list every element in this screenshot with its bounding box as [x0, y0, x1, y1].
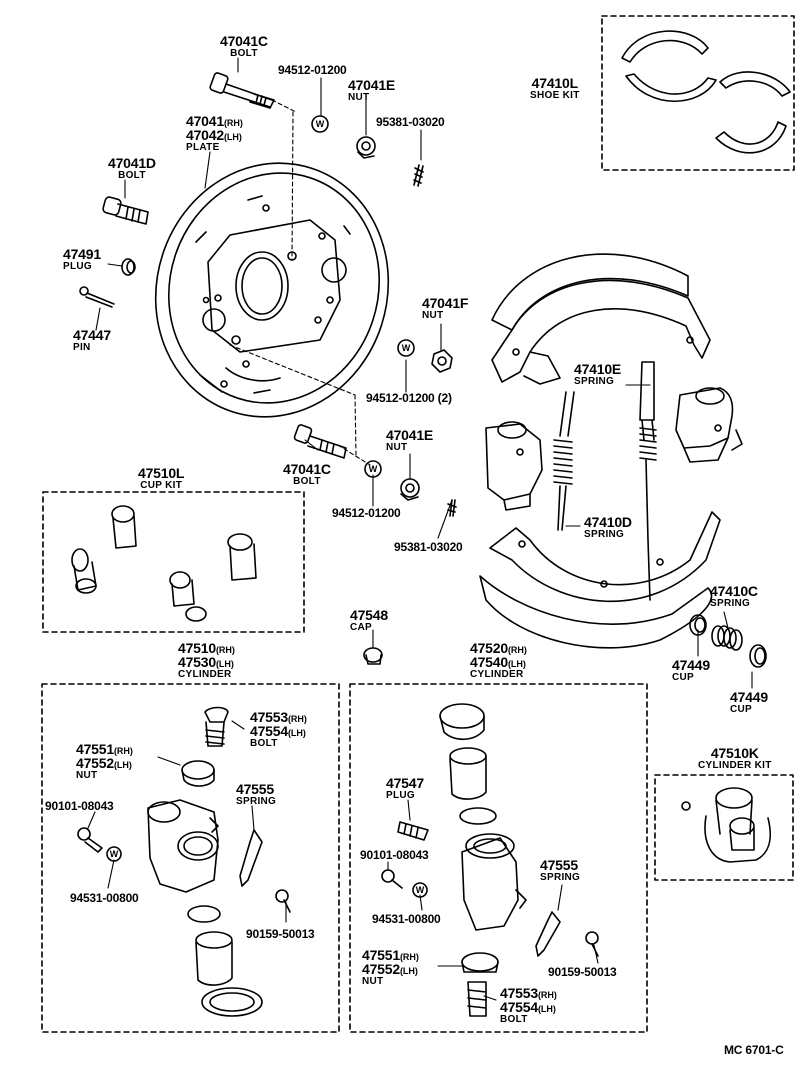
- label-cap-47548: 47548 CAP: [350, 607, 388, 633]
- right-cylinder-parts: [381, 703, 599, 1017]
- label-washer-94512-mid: 94512-01200: [332, 506, 401, 520]
- label-bolt-right: 47553(RH) 47554(LH) BOLT: [500, 985, 557, 1025]
- washer-top-part: [311, 115, 329, 133]
- label-spring-47410e: 47410E SPRING: [574, 361, 622, 387]
- label-bolt-left: 47553(RH) 47554(LH) BOLT: [250, 709, 307, 749]
- wheel-cylinder-right-part: [675, 387, 743, 463]
- cylinder-kit-parts: [681, 787, 771, 863]
- shoe-kit-shoes-part: [621, 30, 791, 154]
- wheel-cylinder-left-part: [485, 421, 543, 511]
- label-cylinder-right: 47520(RH) 47540(LH) CYLINDER: [470, 640, 527, 680]
- label-shoe-kit: 47410L SHOE KIT: [530, 75, 580, 101]
- washer-w-mark: W: [402, 343, 411, 353]
- bolt-47041d-part: [102, 196, 149, 225]
- label-washer-94531-right: 94531-00800: [372, 912, 441, 926]
- washer-w-mark: W: [316, 119, 325, 129]
- washer-mid-part: [364, 460, 382, 478]
- pin-47447-part: [79, 286, 115, 308]
- label-bolt-90101-left: 90101-08043: [45, 799, 114, 813]
- label-screw-90159-left: 90159-50013: [246, 927, 315, 941]
- left-cylinder-parts: [77, 706, 291, 1017]
- nut-mid-part: [400, 478, 420, 501]
- washer-w-mark: W: [369, 464, 378, 474]
- brake-shoe-lower-part: [479, 511, 721, 649]
- label-cylinder-kit: 47510K CYLINDER KIT: [698, 745, 772, 771]
- label-washer-94512-2: 94512-01200 (2): [366, 391, 452, 405]
- label-cup-47449-a: 47449 CUP: [672, 657, 710, 683]
- label-screw-90159-right: 90159-50013: [548, 965, 617, 979]
- label-nut-right: 47551(RH) 47552(LH) NUT: [362, 947, 419, 987]
- pin-top-part: [413, 164, 424, 187]
- cap-47548-part: [363, 647, 383, 665]
- label-cylinder-left: 47510(RH) 47530(LH) CYLINDER: [178, 640, 235, 680]
- label-washer-94531-left: 94531-00800: [70, 891, 139, 905]
- label-cup-kit: 47510L CUP KIT: [138, 465, 185, 491]
- nut-top-part: [356, 136, 376, 159]
- pin-mid-part: [447, 499, 457, 517]
- nut-47041f-part: [431, 349, 453, 373]
- right-cylinder-box: [349, 683, 648, 1033]
- cup-kit-box: [42, 491, 305, 633]
- washer-w-mark: W: [416, 885, 425, 895]
- label-washer-94512-top: 94512-01200: [278, 63, 347, 77]
- label-bolt-47041d: 47041D BOLT: [108, 155, 156, 181]
- bolt-47041c-mid-part: [293, 424, 347, 459]
- label-pin-95381-top: 95381-03020: [376, 115, 445, 129]
- label-plate: 47041(RH) 47042(LH) PLATE: [186, 113, 243, 153]
- left-cylinder-box: [41, 683, 340, 1033]
- spring-47410d-part: [553, 391, 575, 531]
- backing-plate-part: [154, 162, 390, 418]
- diagram-code: MC 6701-C: [724, 1043, 784, 1057]
- spring-47410e-part: [639, 361, 657, 601]
- label-plug-47547: 47547 PLUG: [386, 775, 424, 801]
- bolt-47041c-top-part: [209, 72, 275, 109]
- label-spring-47555-right: 47555 SPRING: [540, 857, 581, 883]
- label-bolt-47041c-mid: 47041C BOLT: [283, 461, 331, 487]
- cup-kit-parts: [71, 505, 257, 622]
- leader-lines: [229, 99, 371, 466]
- spring-47410c-part: [711, 625, 743, 651]
- label-bolt-90101-right: 90101-08043: [360, 848, 429, 862]
- label-nut-left: 47551(RH) 47552(LH) NUT: [76, 741, 133, 781]
- cup-b-part: [749, 644, 767, 668]
- label-spring-47410d: 47410D SPRING: [584, 514, 632, 540]
- label-plug-47491: 47491 PLUG: [63, 246, 101, 272]
- label-bolt-47041c-top: 47041C BOLT: [220, 33, 268, 59]
- label-nut-47041e-mid: 47041E NUT: [386, 427, 434, 453]
- cup-a-part: [689, 614, 707, 636]
- label-nut-47041f: 47041F NUT: [422, 295, 469, 321]
- washer-w-mark: W: [110, 849, 119, 859]
- brake-shoe-upper-part: [491, 253, 711, 385]
- cylinder-kit-box: [654, 774, 794, 881]
- label-pin-47447: 47447 PIN: [73, 327, 111, 353]
- label-pin-95381-mid: 95381-03020: [394, 540, 463, 554]
- label-spring-47410c: 47410C SPRING: [710, 583, 758, 609]
- label-spring-47555-left: 47555 SPRING: [236, 781, 277, 807]
- washer-2-part: [397, 339, 415, 357]
- label-cup-47449-b: 47449 CUP: [730, 689, 768, 715]
- label-nut-47041e-top: 47041E NUT: [348, 77, 396, 103]
- shoe-kit-box: [601, 15, 795, 171]
- plug-47491-part: [121, 258, 136, 276]
